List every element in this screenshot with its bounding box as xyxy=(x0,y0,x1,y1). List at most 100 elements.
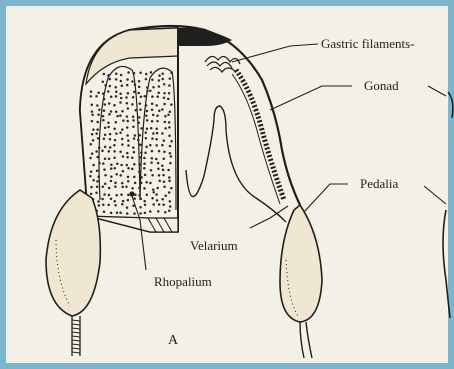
stipple-dot xyxy=(119,101,122,104)
stipple-dot xyxy=(126,120,129,123)
tentacle-ring xyxy=(72,352,80,353)
stipple-dot xyxy=(134,134,137,137)
stipple-dot xyxy=(140,127,143,130)
stipple-dot xyxy=(115,72,118,75)
stipple-dot xyxy=(115,95,118,98)
stipple-dot xyxy=(126,78,129,81)
stipple-dot xyxy=(145,137,148,140)
stipple-dot xyxy=(138,80,141,83)
stipple-dot xyxy=(164,194,167,197)
stipple-dot xyxy=(161,78,164,81)
stipple-dot xyxy=(151,120,154,123)
leader-pedalia-b xyxy=(424,186,446,204)
stipple-dot xyxy=(113,157,116,160)
stipple-dot xyxy=(127,107,130,110)
stipple-dot xyxy=(116,115,119,118)
stipple-dot xyxy=(137,122,140,125)
stipple-dot xyxy=(89,175,92,178)
stipple-dot xyxy=(119,174,122,177)
stipple-dot xyxy=(144,174,147,177)
stipple-dot xyxy=(139,206,142,209)
stipple-dot xyxy=(131,187,134,190)
leader-gonad xyxy=(270,86,352,110)
stipple-dot xyxy=(108,194,111,197)
stipple-dot xyxy=(107,204,110,207)
stipple-dot xyxy=(133,137,136,140)
stipple-dot xyxy=(127,71,130,74)
stipple-dot xyxy=(161,198,164,201)
stipple-dot xyxy=(122,119,125,122)
stipple-dot xyxy=(140,198,143,201)
stipple-dot xyxy=(152,203,155,206)
label-pedalia: Pedalia xyxy=(360,176,398,191)
stipple-dot xyxy=(158,179,161,182)
stipple-dot xyxy=(120,193,123,196)
stipple-dot xyxy=(151,150,154,153)
stipple-dot xyxy=(113,150,116,153)
stipple-dot xyxy=(149,90,152,93)
stipple-dot xyxy=(163,157,166,160)
stipple-dot xyxy=(101,198,104,201)
stipple-dot xyxy=(150,169,153,172)
stipple-dot xyxy=(146,127,149,130)
stipple-dot xyxy=(150,127,153,130)
stipple-dot xyxy=(102,186,105,189)
stipple-dot xyxy=(157,91,160,94)
stipple-dot xyxy=(170,155,173,158)
stipple-dot xyxy=(146,119,149,122)
stipple-dot xyxy=(170,140,173,143)
right-pedalium xyxy=(280,205,322,322)
stipple-dot xyxy=(164,127,167,130)
stipple-dot xyxy=(104,146,107,149)
stipple-dot xyxy=(103,210,106,213)
stipple-dot xyxy=(98,204,101,207)
stipple-dot xyxy=(146,86,149,89)
stipple-dot xyxy=(151,174,154,177)
tentacle-ring xyxy=(72,324,80,325)
stipple-dot xyxy=(152,188,155,191)
stipple-dot xyxy=(108,113,111,116)
stipple-dot xyxy=(158,85,161,88)
stipple-dot xyxy=(156,132,159,135)
stipple-dot xyxy=(116,211,119,214)
leader-velarium xyxy=(250,206,288,228)
stipple-dot xyxy=(161,73,164,76)
stipple-dot xyxy=(163,151,166,154)
stipple-dot xyxy=(90,90,93,93)
stipple-dot xyxy=(168,191,171,194)
stipple-dot xyxy=(152,114,155,117)
stipple-dot xyxy=(168,121,171,124)
stipple-dot xyxy=(143,163,146,166)
leader-pedalia xyxy=(304,184,348,212)
stipple-dot xyxy=(113,104,116,107)
stipple-dot xyxy=(126,156,129,159)
stipple-dot xyxy=(168,180,171,183)
stipple-dot xyxy=(104,182,107,185)
stipple-dot xyxy=(110,163,113,166)
stipple-dot xyxy=(96,128,99,131)
stipple-dot xyxy=(138,86,141,89)
stipple-dot xyxy=(139,212,142,215)
stipple-dot xyxy=(139,108,142,111)
stipple-dot xyxy=(157,210,160,213)
tentacle-ring xyxy=(72,332,80,333)
stipple-dot xyxy=(131,80,134,83)
stipple-dot xyxy=(92,179,95,182)
stipple-dot xyxy=(145,104,148,107)
stipple-dot xyxy=(140,176,143,179)
figure-b-partial xyxy=(443,92,453,318)
stipple-dot xyxy=(98,146,101,149)
stipple-dot xyxy=(119,150,122,153)
stipple-dot xyxy=(107,74,110,77)
stipple-dot xyxy=(133,176,136,179)
stipple-dot xyxy=(126,212,129,215)
stipple-dot xyxy=(97,200,100,203)
stipple-dot xyxy=(108,102,111,105)
stipple-dot xyxy=(137,92,140,95)
stipple-dot xyxy=(133,91,136,94)
left-tentacle-rings xyxy=(72,320,80,353)
stipple-dot xyxy=(110,212,113,215)
stipple-dot xyxy=(170,187,173,190)
stipple-dot xyxy=(167,98,170,101)
stipple-dot xyxy=(113,128,116,131)
